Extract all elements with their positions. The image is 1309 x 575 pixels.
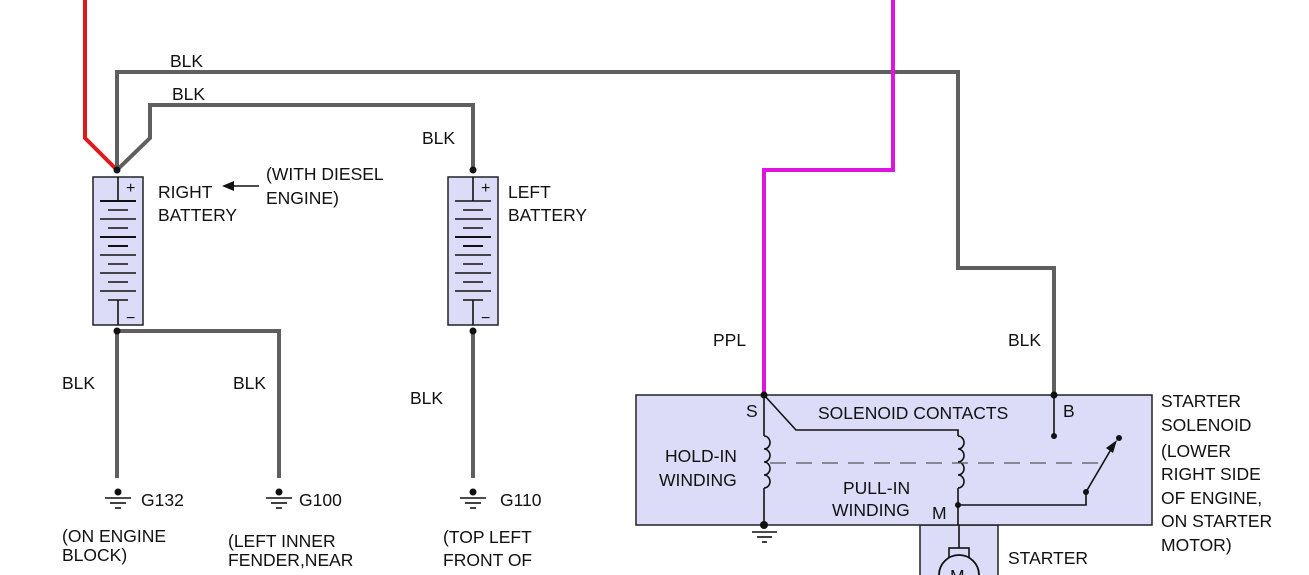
- ground-location: FRONT OF: [443, 550, 532, 570]
- wire-label-ppl: PPL: [713, 330, 746, 350]
- solenoid-label: (LOWER: [1161, 441, 1231, 461]
- solenoid-contacts-label: SOLENOID CONTACTS: [818, 403, 1008, 423]
- splice-node: [113, 327, 121, 335]
- wire-label-blk: BLK: [1008, 330, 1041, 350]
- splice-node: [113, 166, 121, 174]
- terminal-s: S: [746, 401, 758, 421]
- coil-icon: [957, 435, 965, 489]
- ground-icon: [105, 488, 131, 509]
- wire-label-blk: BLK: [410, 388, 443, 408]
- solenoid-label: STARTER: [1161, 391, 1241, 411]
- splice-node: [469, 327, 477, 335]
- terminal-b: B: [1063, 401, 1075, 421]
- ground-location: (LEFT INNER: [228, 531, 336, 551]
- wire-label-blk: BLK: [422, 128, 455, 148]
- red-wire: [83, 0, 119, 172]
- splice-node: [760, 391, 768, 399]
- ground-icon: [460, 488, 486, 509]
- ground-location: FENDER,NEAR: [228, 550, 353, 570]
- ground-icon: [266, 488, 292, 509]
- wire-label-blk: BLK: [170, 51, 203, 71]
- starter-motor-label: STARTER: [1008, 548, 1088, 568]
- wire-label-blk: BLK: [62, 373, 95, 393]
- right-battery: + −: [92, 176, 144, 327]
- left-battery-label: LEFT: [508, 182, 551, 202]
- ground-id-g110: G110: [500, 490, 542, 510]
- ground-location: BLOCK): [62, 545, 127, 565]
- left-battery: + −: [447, 176, 499, 327]
- coil-icon: [763, 435, 771, 489]
- solenoid-label: OF ENGINE,: [1161, 488, 1262, 508]
- pull-in-winding-label: WINDING: [832, 500, 910, 520]
- left-battery-label: BATTERY: [508, 205, 587, 225]
- blk-wire-to-solenoid-b: [115, 70, 1056, 395]
- diesel-note: ENGINE): [266, 188, 339, 208]
- hold-in-winding-label: HOLD-IN: [665, 446, 737, 466]
- starter-motor: M: [919, 524, 999, 575]
- switch-arrow-icon: [1106, 440, 1117, 453]
- minus-sign: −: [126, 310, 135, 327]
- ground-location: (TOP LEFT: [443, 527, 532, 547]
- plus-sign: +: [481, 180, 490, 197]
- starter-motor-label: MOTOR: [1008, 571, 1073, 575]
- terminal-m: M: [932, 503, 947, 523]
- ppl-wire: [762, 0, 895, 395]
- solenoid-label: MOTOR): [1161, 535, 1232, 555]
- blk-wire-g100: [117, 329, 281, 478]
- blk-wire-to-left-battery: [115, 103, 475, 172]
- wire-label-blk: BLK: [233, 373, 266, 393]
- solenoid-label: RIGHT SIDE: [1161, 464, 1261, 484]
- ground-id-g132: G132: [141, 490, 184, 510]
- splice-node: [1050, 391, 1058, 399]
- plus-sign: +: [126, 180, 135, 197]
- motor-symbol: M: [950, 566, 965, 575]
- wire-label-blk: BLK: [172, 84, 205, 104]
- diesel-note: (WITH DIESEL: [266, 164, 384, 184]
- right-battery-label: RIGHT: [158, 182, 213, 202]
- arrow-left-icon: [222, 181, 259, 191]
- ground-id-g100: G100: [299, 490, 342, 510]
- solenoid-label: SOLENOID: [1161, 415, 1251, 435]
- minus-sign: −: [481, 310, 490, 327]
- ground-location: (ON ENGINE: [62, 526, 166, 546]
- ground-icon: [752, 531, 777, 543]
- hold-in-winding-label: WINDING: [659, 470, 737, 490]
- right-battery-label: BATTERY: [158, 205, 237, 225]
- splice-node: [760, 521, 768, 529]
- splice-node: [469, 166, 477, 174]
- pull-in-winding-label: PULL-IN: [843, 478, 910, 498]
- starter-solenoid: [635, 394, 1153, 526]
- solenoid-label: ON STARTER: [1161, 511, 1272, 531]
